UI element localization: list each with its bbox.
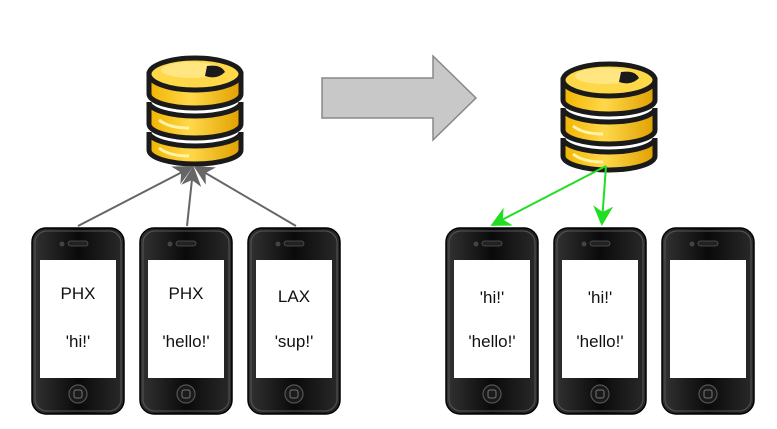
left-phone-1-message: 'hi!' (65, 332, 91, 351)
right-database-icon (563, 64, 655, 170)
right-phone-1-line1: 'hi!' (479, 288, 505, 307)
right-phone-3 (661, 227, 755, 415)
transition-arrow (321, 54, 478, 142)
left-database-icon (149, 58, 241, 164)
left-phone-2 (139, 227, 233, 415)
left-phone-3 (247, 227, 341, 415)
left-phone-3-region: LAX (277, 287, 311, 306)
left-phone-1 (31, 227, 125, 415)
left-phone-1-region: PHX (60, 284, 96, 303)
right-phone-2-line2: 'hello!' (576, 332, 624, 351)
right-phone-1 (445, 227, 539, 415)
sync-arrow-1 (490, 165, 607, 226)
upload-arrow-3 (193, 165, 297, 227)
right-phone-2 (553, 227, 647, 415)
upload-arrow-2 (181, 166, 202, 227)
right-phone-2-line1: 'hi!' (587, 288, 613, 307)
left-phone-2-region: PHX (168, 284, 204, 303)
sync-arrow-2 (593, 165, 614, 226)
left-phone-2-message: 'hello!' (162, 332, 210, 351)
left-phone-3-message: 'sup!' (274, 332, 314, 351)
upload-arrow-1 (77, 166, 194, 227)
right-phone-1-line2: 'hello!' (468, 332, 516, 351)
